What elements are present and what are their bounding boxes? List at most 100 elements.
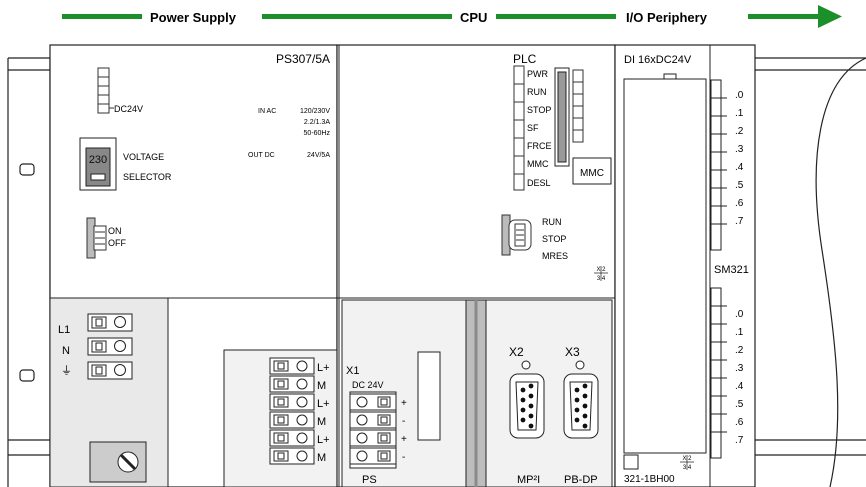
plc-label: PLC	[513, 52, 537, 66]
led-label-frce: FRCE	[527, 141, 552, 151]
header-power-supply: Power Supply	[150, 10, 237, 25]
ps-in-ac-value: 50-60Hz	[304, 130, 331, 137]
on-label: ON	[108, 226, 122, 236]
io-fraction-mark: X 2 3 4	[680, 455, 694, 471]
output-terminal-label: L+	[317, 434, 330, 446]
arrow-segment	[62, 14, 142, 19]
cpu-led-column	[513, 65, 525, 191]
ps-out-dc-value: 24V/5A	[307, 152, 330, 159]
io-channel-label: .3	[735, 363, 744, 374]
selector-label: SELECTOR	[123, 172, 172, 182]
io-channel-label: .6	[735, 198, 744, 209]
selector-slot-icon	[90, 173, 106, 181]
led-label-mmc: MMC	[527, 159, 549, 169]
io-channel-label: .5	[735, 399, 744, 410]
x3-sub-d-connector[interactable]	[563, 373, 599, 439]
mode-selector[interactable]	[501, 214, 532, 256]
ps-dc24v-label: DC24V	[114, 104, 143, 114]
bottom-label-mpi: MP²I	[517, 474, 540, 486]
io-module-label: DI 16xDC24V	[624, 54, 692, 66]
io-fraction-bottom: 3 4	[683, 465, 692, 471]
ground-icon: ⏚	[61, 364, 72, 377]
cable-bracket	[417, 351, 441, 441]
mmc-card-icon	[572, 157, 612, 185]
arrow-segment	[262, 14, 452, 19]
cover-screw[interactable]	[89, 441, 147, 483]
power-supply-module: PS307/5A DC24V IN AC 120/230V 2.2/1.3A 5…	[49, 44, 338, 487]
x3-led-icon	[575, 360, 585, 370]
output-terminal-block	[269, 357, 315, 465]
bottom-label-ps: PS	[362, 474, 377, 486]
io-channel-label: .4	[735, 162, 744, 173]
cpu-fraction-top: X 2	[596, 267, 606, 273]
output-terminal-label: M	[317, 416, 326, 428]
x1-sign: -	[402, 452, 405, 463]
ps-out-dc-label: OUT DC	[248, 152, 275, 159]
x1-dc24v-label: DC 24V	[352, 380, 384, 390]
x2-sub-d-connector[interactable]	[509, 373, 545, 439]
output-terminal-label: M	[317, 452, 326, 464]
ps-in-ac-value: 120/230V	[300, 108, 330, 115]
io-channel-label: .7	[735, 216, 744, 227]
arrow-segment	[748, 14, 820, 19]
mode-run-label: RUN	[542, 217, 562, 227]
x1-sign: +	[401, 398, 407, 409]
arrow-head-icon	[818, 5, 842, 28]
x1-sign: -	[402, 416, 405, 427]
led-label-desl: DESL	[527, 178, 551, 188]
ps-in-ac-label: IN AC	[258, 108, 276, 115]
mode-stop-label: STOP	[542, 234, 566, 244]
led-label-sf: SF	[527, 123, 539, 133]
io-fraction-top: X 2	[682, 456, 692, 462]
voltage-label: VOLTAGE	[123, 152, 164, 162]
mounting-rail-left	[7, 57, 51, 487]
voltage-selector[interactable]: 230	[79, 137, 117, 191]
arrow-segment	[496, 14, 616, 19]
io-channel-label: .2	[735, 345, 744, 356]
io-channel-label: .5	[735, 180, 744, 191]
header-cpu: CPU	[460, 10, 487, 25]
header-io-periphery: I/O Periphery	[626, 10, 708, 25]
io-module: DI 16xDC24V X 2 3 4 321-1BH00 .0 .1 .2 .…	[614, 44, 756, 487]
io-latch-icon	[663, 73, 677, 80]
io-channel-label: .6	[735, 417, 744, 428]
io-channel-label: .3	[735, 144, 744, 155]
io-channel-label: .4	[735, 381, 744, 392]
io-label-strip	[623, 78, 707, 454]
terminal-label-l1: L1	[58, 324, 70, 336]
led-label-pwr: PWR	[527, 69, 548, 79]
cpu-fraction-mark: X 2 3 4	[594, 266, 608, 282]
ps-led-stack	[97, 67, 110, 114]
x1-label: X1	[346, 365, 359, 377]
io-order-number: 321-1BH00	[624, 474, 675, 485]
mmc-slot[interactable]: MMC	[554, 67, 612, 185]
x1-sign: +	[401, 434, 407, 445]
x2-label: X2	[509, 345, 524, 359]
io-led-ladder-bottom	[710, 287, 727, 459]
input-terminal-block	[87, 313, 133, 380]
led-label-stop: STOP	[527, 105, 551, 115]
ps-in-ac-value: 2.2/1.3A	[304, 119, 330, 126]
output-terminal-label: L+	[317, 362, 330, 374]
header-bar: Power Supply CPU I/O Periphery	[62, 5, 842, 28]
cpu-fraction-bottom: 3 4	[597, 276, 606, 282]
mmc-card-label: MMC	[580, 168, 604, 179]
io-channel-label: .2	[735, 126, 744, 137]
voltage-selector-value: 230	[89, 154, 107, 166]
io-channel-label: .0	[735, 309, 744, 320]
output-terminal-label: M	[317, 380, 326, 392]
io-channel-label: .0	[735, 90, 744, 101]
io-channel-label: .1	[735, 108, 744, 119]
bottom-label-pb-dp: PB-DP	[564, 474, 598, 486]
mounting-rail-right	[755, 57, 866, 487]
output-terminal-label: L+	[317, 398, 330, 410]
sm321-label: SM321	[714, 264, 749, 276]
cpu-module: PLC PWR RUN STOP SF FRCE MMC DESL	[336, 44, 616, 487]
io-channel-label: .1	[735, 327, 744, 338]
power-switch[interactable]	[86, 217, 107, 259]
led-label-run: RUN	[527, 87, 547, 97]
x2-led-icon	[521, 360, 531, 370]
x1-terminal-block	[349, 391, 397, 469]
off-label: OFF	[108, 238, 126, 248]
